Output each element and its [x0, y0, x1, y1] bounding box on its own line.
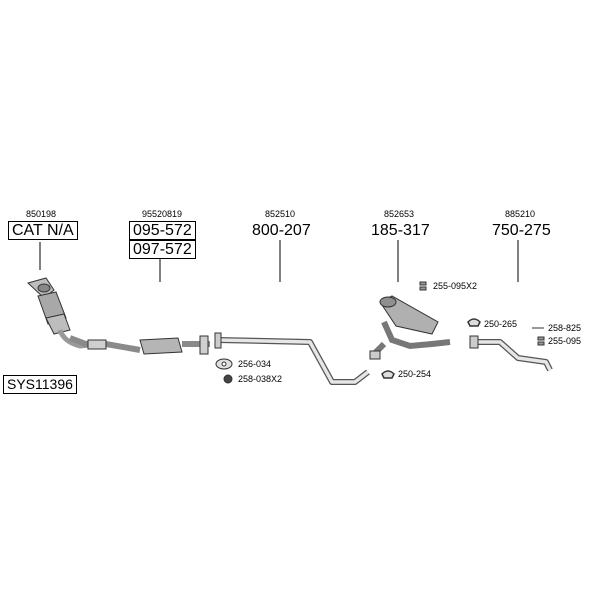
assembly-code: SYS11396 [3, 375, 77, 394]
catalytic-converter-drawing [27, 277, 101, 349]
fitting-label[interactable]: 250-265 [484, 319, 518, 329]
center-pipe-drawing [68, 335, 210, 355]
part-number[interactable]: 185-317 [371, 222, 430, 239]
nut-icon [223, 374, 233, 384]
silencer-drawing [369, 295, 451, 360]
clamp-icon [467, 318, 481, 327]
part-number[interactable]: 095-572 [129, 221, 196, 240]
fitting-label[interactable]: 255-095 [548, 336, 582, 346]
bolt-set-icon [537, 336, 545, 346]
fitting-label[interactable]: 258-825 [548, 323, 582, 333]
ref-number: 95520819 [142, 209, 183, 219]
fitting-label[interactable]: 255-095X2 [433, 281, 478, 291]
fitting-label[interactable]: 250-254 [398, 369, 432, 379]
ref-number: 885210 [505, 209, 536, 219]
ref-number: 852510 [265, 209, 296, 219]
intermediate-pipe-drawing [214, 332, 370, 385]
ref-number: 850198 [26, 209, 57, 219]
ref-number: 852653 [384, 209, 415, 219]
gasket-icon [215, 358, 233, 370]
bolt-set-icon [419, 281, 427, 291]
clamp-icon [381, 370, 395, 379]
part-number[interactable]: 750-275 [492, 222, 551, 239]
part-number[interactable]: 097-572 [129, 240, 196, 259]
fitting-label[interactable]: 258-038X2 [238, 374, 283, 384]
part-number[interactable]: CAT N/A [8, 221, 78, 240]
part-number[interactable]: 800-207 [252, 222, 311, 239]
fitting-label[interactable]: 256-034 [238, 359, 272, 369]
tail-pipe-drawing [469, 335, 553, 372]
